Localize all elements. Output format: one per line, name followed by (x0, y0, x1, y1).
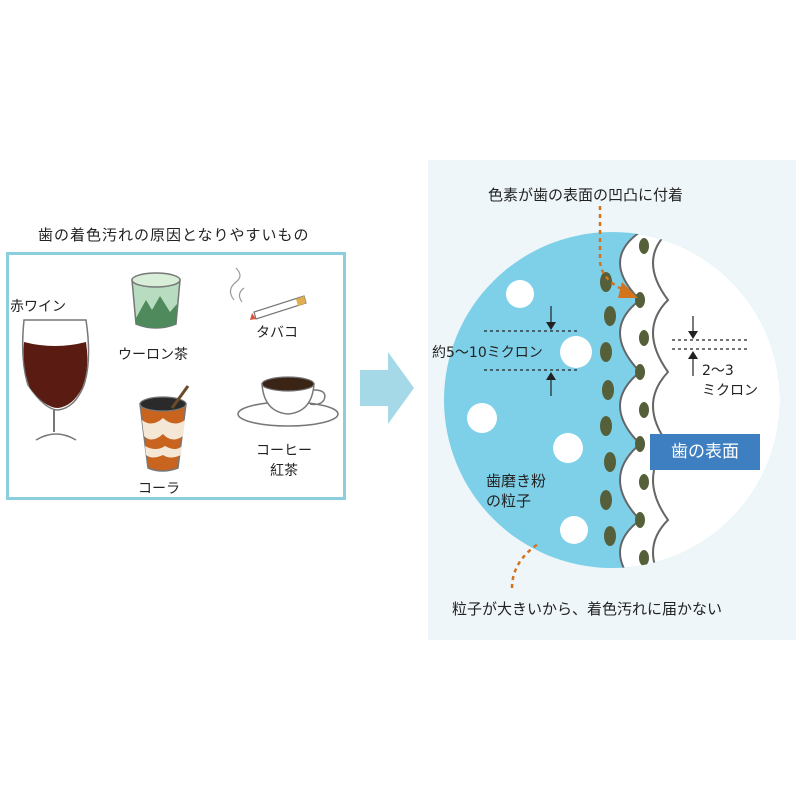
label-black-tea: 紅茶 (270, 463, 298, 479)
top-annotation: 色素が歯の表面の凹凸に付着 (488, 186, 684, 204)
cigarette-icon (229, 267, 307, 320)
pigment-pointer-arrow (598, 206, 638, 298)
label-cola: コーラ (138, 481, 180, 497)
toothpaste-pointer-line (510, 542, 539, 589)
label-coffee: コーヒー (256, 443, 312, 459)
stain-particles (600, 238, 649, 566)
tooth-surface-label: 歯の表面 (650, 434, 760, 470)
cola-cup-icon (139, 385, 190, 472)
particle-size-dimension (484, 306, 578, 396)
left-panel-title: 歯の着色汚れの原因となりやすいもの (38, 226, 310, 244)
bottom-annotation: 粒子が大きいから、着色汚れに届かない (452, 600, 723, 618)
groove-size-label-1: 2～3 (702, 363, 734, 379)
coffee-cup-icon (237, 376, 339, 427)
label-oolong-tea: ウーロン茶 (118, 347, 188, 363)
wine-glass-icon (21, 319, 90, 441)
label-tobacco: タバコ (256, 325, 298, 341)
particle-size-label: 約5～10ミクロン (432, 345, 543, 361)
label-red-wine: 赤ワイン (10, 299, 66, 315)
toothpaste-label-2: の粒子 (486, 492, 532, 510)
right-arrow-icon (360, 352, 414, 424)
groove-size-dimension (672, 316, 748, 376)
oolong-tea-cup-icon (131, 272, 181, 329)
toothpaste-particles (467, 280, 592, 544)
toothpaste-label-1: 歯磨き粉 (486, 472, 547, 490)
groove-size-label-2: ミクロン (702, 383, 758, 399)
